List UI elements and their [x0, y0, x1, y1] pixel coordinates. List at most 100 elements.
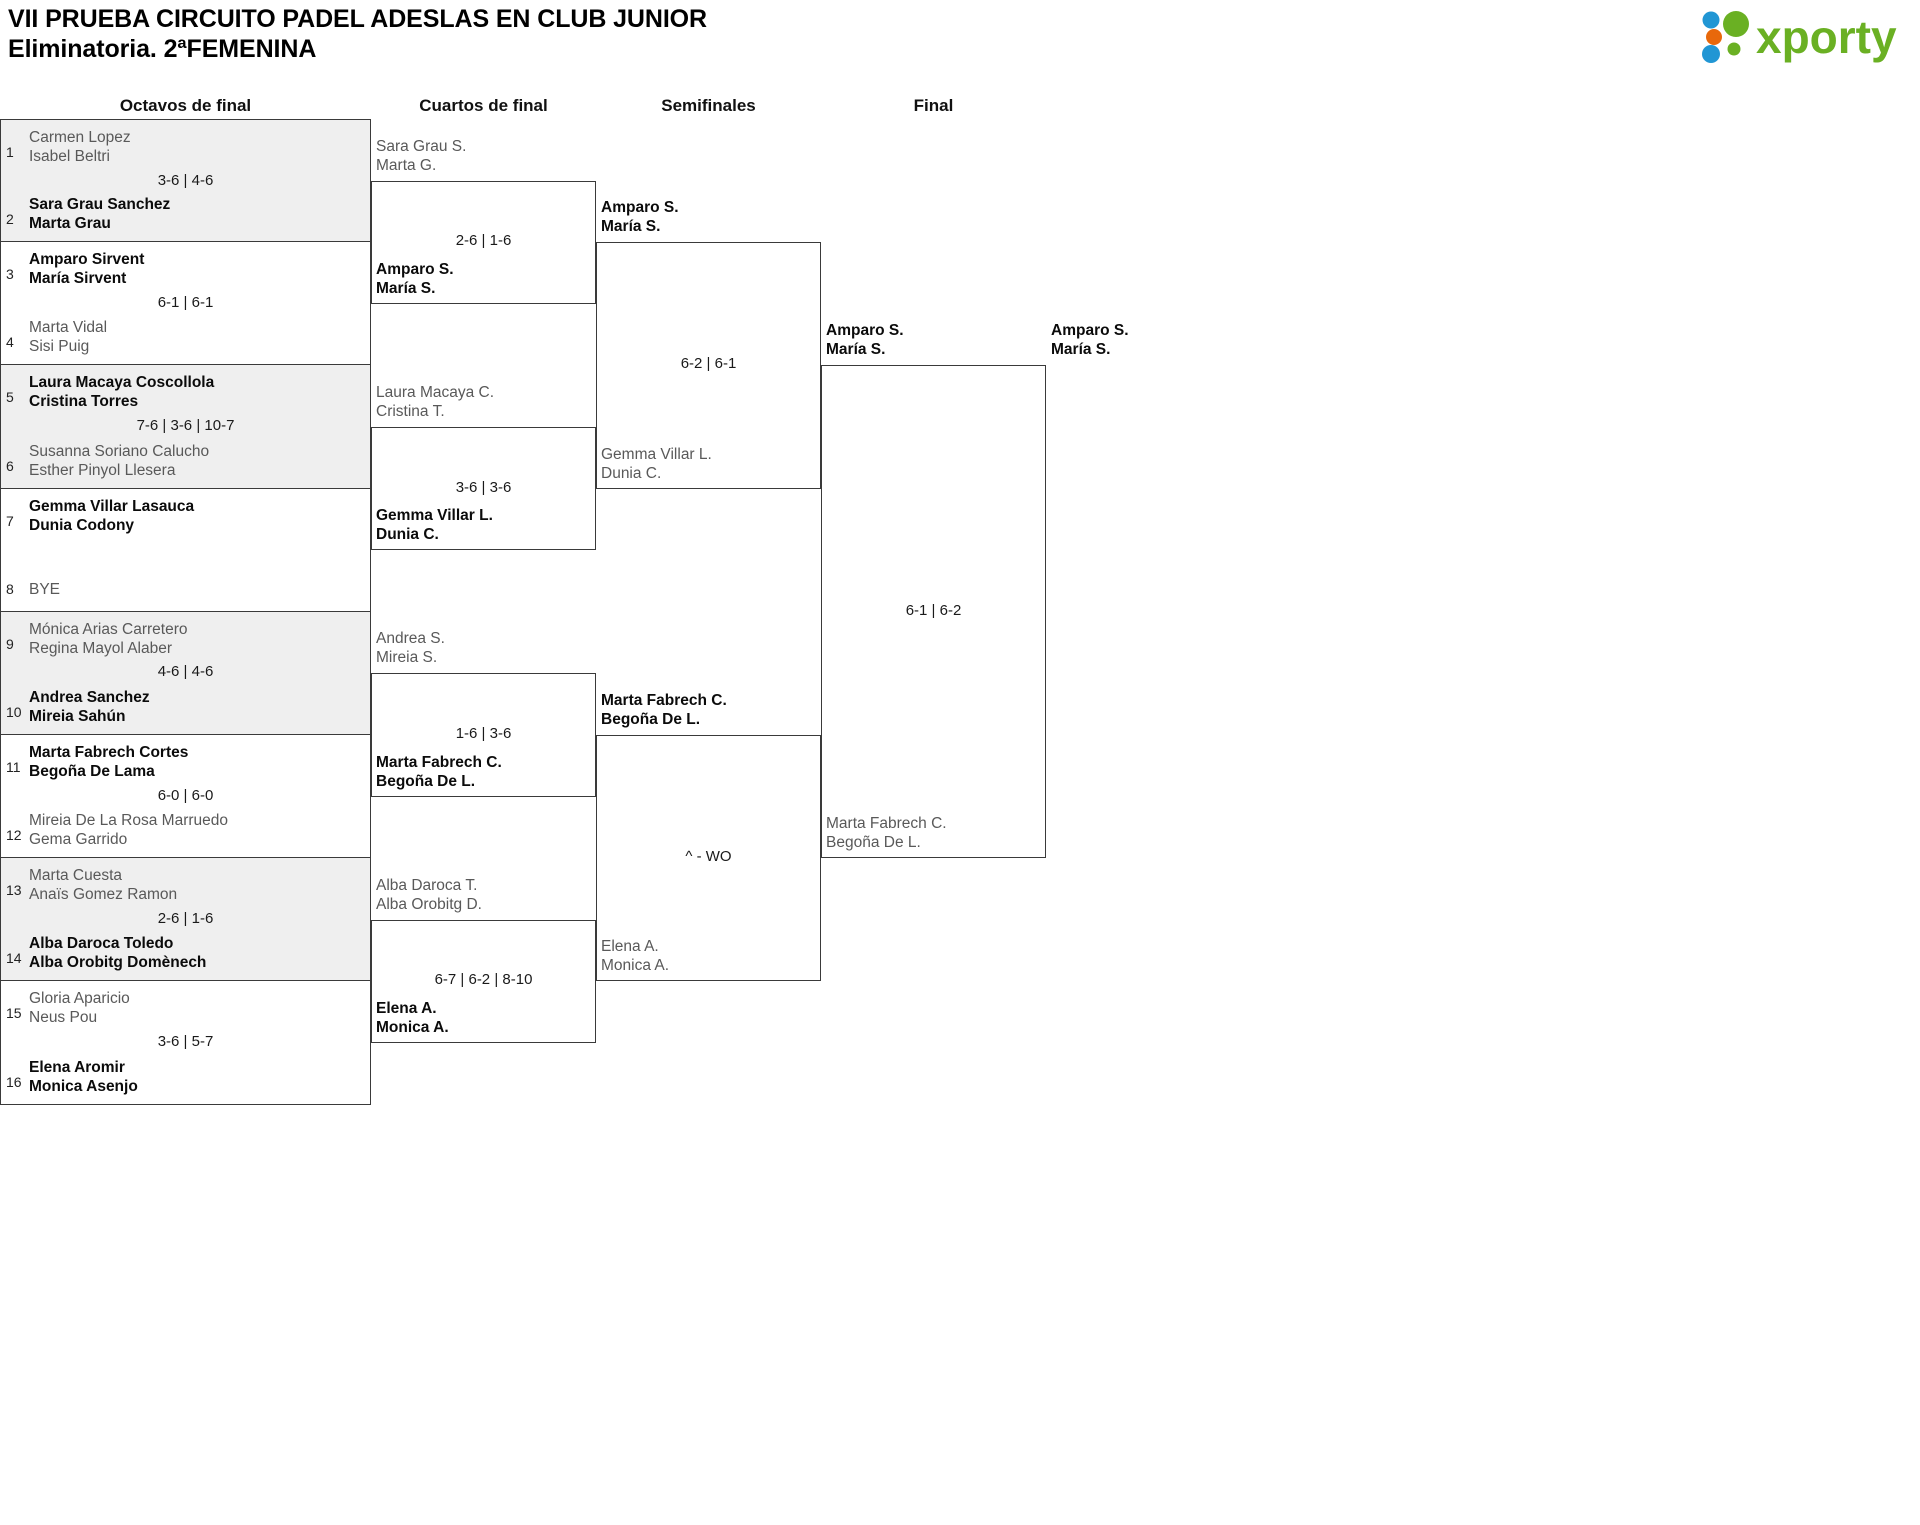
seed-number: 14 — [6, 950, 22, 967]
player-name: Regina Mayol Alaber — [29, 639, 173, 657]
player-name: Sisi Puig — [29, 338, 90, 356]
advancing-team-top[interactable]: Andrea S.Mireia S. — [371, 629, 621, 667]
player-name: Mónica Arias Carretero — [29, 620, 188, 638]
advancing-team-bottom[interactable]: Gemma Villar L.Dunia C. — [596, 445, 846, 483]
team-champion[interactable]: Amparo S.María S. — [1051, 321, 1296, 359]
team-bottom[interactable]: Elena A.Monica A. — [376, 999, 621, 1037]
advancing-team-bottom[interactable]: Amparo S.María S. — [371, 260, 621, 298]
team-bottom[interactable]: Marta Fabrech C.Begoña De L. — [826, 814, 1071, 852]
player-name: Amparo S. — [1051, 322, 1129, 340]
player-name: Amparo S. — [376, 260, 454, 278]
player-name: Marta Fabrech C. — [601, 692, 727, 709]
player-name: Monica A. — [601, 957, 670, 975]
player-name: Laura Macaya C. — [376, 384, 495, 401]
player-name: Neus Pou — [29, 1009, 98, 1027]
team-bottom[interactable]: Marta Fabrech C.Begoña De L. — [376, 753, 621, 791]
advancing-team-top[interactable]: Amparo S.María S. — [596, 198, 846, 236]
team-top[interactable]: Amparo S.María S. — [826, 321, 1071, 359]
advancing-team-top[interactable]: Marta Fabrech C.Begoña De L. — [596, 691, 846, 729]
advancing-team-bottom[interactable]: Elena A.Monica A. — [371, 999, 621, 1037]
team-top[interactable]: Alba Daroca T.Alba Orobitg D. — [376, 876, 621, 914]
seed-number: 5 — [6, 389, 14, 406]
xporty-logo: xporty — [1698, 4, 1908, 66]
player-name: Dunia C. — [601, 464, 662, 482]
seed-number: 11 — [6, 759, 21, 775]
team-top[interactable]: Laura Macaya C.Cristina T. — [376, 383, 621, 421]
player-name: Dunia C. — [376, 526, 439, 544]
player-name: Gemma Villar L. — [376, 507, 493, 525]
advancing-team-top[interactable]: Sara Grau S.Marta G. — [371, 137, 621, 175]
match-bracket-connector — [371, 427, 596, 551]
team-bottom[interactable]: Gemma Villar L.Dunia C. — [601, 445, 846, 483]
team-top[interactable]: Sara Grau S.Marta G. — [376, 137, 621, 175]
player-name: Marta Cuesta — [29, 867, 123, 885]
player-name: Mireia S. — [376, 649, 438, 667]
player-name: Begoña De L. — [826, 834, 921, 852]
team-top[interactable]: Amparo S.María S. — [601, 198, 846, 236]
seed-number: 4 — [6, 334, 14, 351]
round-header-final: Final — [913, 96, 954, 115]
player-name: Anaïs Gomez Ramon — [29, 886, 178, 904]
advancing-team-bottom[interactable]: Marta Fabrech C.Begoña De L. — [821, 814, 1071, 852]
match-score: 1-6 | 3-6 — [455, 725, 512, 742]
seed-number: 1 — [6, 144, 14, 160]
team-top[interactable]: Andrea S.Mireia S. — [376, 629, 621, 667]
match-score: 2-6 | 1-6 — [455, 232, 512, 250]
round-header-cuartos: Cuartos de final — [419, 96, 548, 115]
team-bottom[interactable]: Amparo S.María S. — [376, 260, 621, 298]
advancing-team-top[interactable]: Laura Macaya C.Cristina T. — [371, 383, 621, 421]
player-name: Mireia Sahún — [29, 707, 126, 725]
player-name: Marta Fabrech C. — [376, 753, 502, 771]
champion-label[interactable]: Amparo S.María S. — [1046, 321, 1296, 359]
seed-number: 13 — [6, 882, 22, 899]
team-bottom[interactable]: Gemma Villar L.Dunia C. — [376, 506, 621, 544]
match-score: 6-2 | 6-1 — [680, 355, 737, 373]
team-bottom[interactable]: Elena A.Monica A. — [601, 937, 846, 975]
advancing-team-bottom[interactable]: Elena A.Monica A. — [596, 937, 846, 975]
match-score: 3-6 | 5-7 — [157, 1032, 214, 1050]
match-bracket-connector — [371, 673, 596, 797]
player-name: Begoña De L. — [376, 772, 476, 790]
match-score: 3-6 | 4-6 — [157, 171, 214, 189]
team-top[interactable]: Marta Fabrech C.Begoña De L. — [601, 691, 846, 729]
advancing-team-top[interactable]: Alba Daroca T.Alba Orobitg D. — [371, 876, 621, 914]
player-name: Mireia De La Rosa Marruedo — [29, 812, 229, 830]
seed-number: 3 — [6, 266, 14, 283]
advancing-team-bottom[interactable]: Marta Fabrech C.Begoña De L. — [371, 753, 621, 791]
player-name: Esther Pinyol Llesera — [29, 461, 176, 479]
seed-number: 2 — [6, 211, 14, 228]
advancing-team-bottom[interactable]: Gemma Villar L.Dunia C. — [371, 506, 621, 544]
advancing-team-top[interactable]: Amparo S.María S. — [821, 321, 1071, 359]
